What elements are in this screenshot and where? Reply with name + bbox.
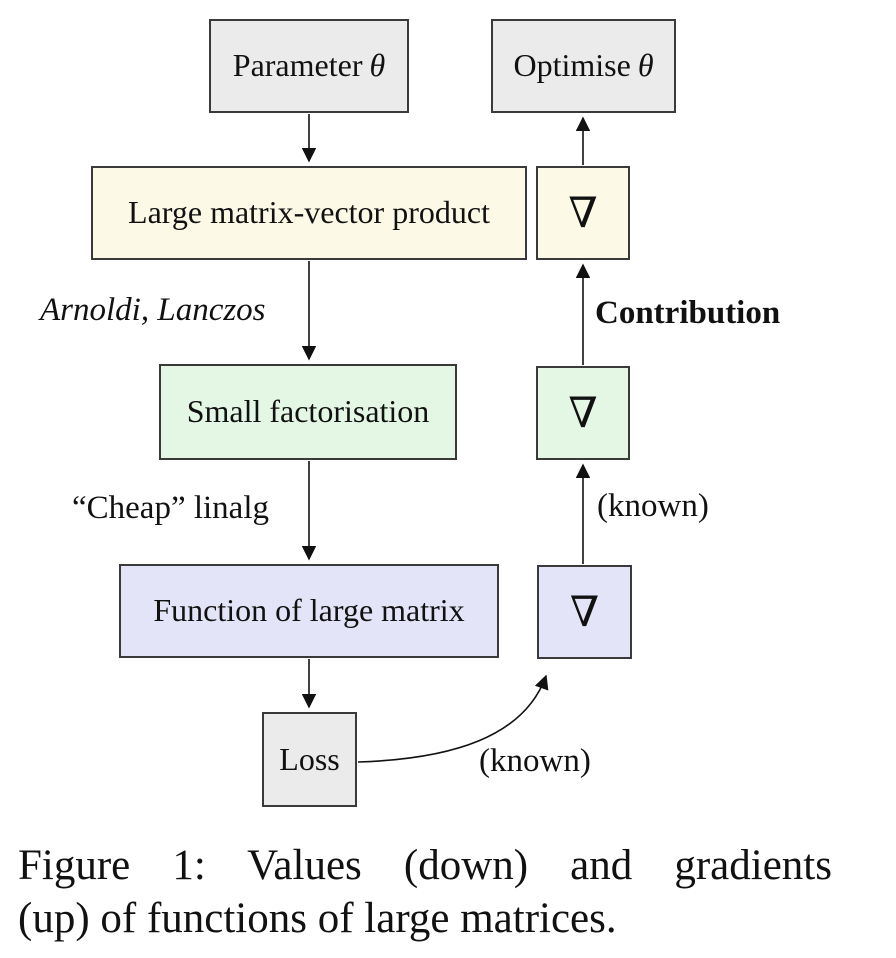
edge-label-known-lower: (known) [479, 743, 591, 779]
edge-label-known-upper: (known) [597, 488, 709, 524]
nabla-icon: ∇ [568, 188, 598, 237]
nabla-icon: ∇ [568, 388, 598, 437]
node-loss: Loss [262, 712, 357, 807]
node-parameter-label: Parameter [232, 47, 363, 84]
node-large-label: Large matrix-vector product [128, 194, 490, 231]
figure-caption-line1: Figure 1: Values (down) and gradients [18, 842, 832, 889]
edge-label-cheap-linalg: “Cheap” linalg [72, 490, 270, 526]
edge-label-contribution: Contribution [595, 295, 781, 331]
nabla-icon: ∇ [569, 587, 600, 636]
node-loss-label: Loss [279, 740, 340, 777]
theta-symbol: θ [369, 47, 386, 84]
edge-label-arnoldi-lanczos: Arnoldi, Lanczos [40, 292, 266, 328]
node-gradient-top: ∇ [536, 166, 630, 260]
figure-caption-line2: (up) of functions of large matrices. [18, 895, 617, 942]
node-small-label: Small factorisation [186, 393, 430, 430]
node-function-label: Function of large matrix [153, 592, 465, 629]
theta-symbol: θ [637, 47, 654, 84]
node-small-factorisation: Small factorisation [159, 364, 457, 460]
node-gradient-bottom: ∇ [537, 565, 632, 659]
node-optimise-label: Optimise [513, 47, 631, 84]
node-gradient-middle: ∇ [536, 366, 630, 460]
node-large-matrix-vector-product: Large matrix-vector product [91, 166, 527, 260]
node-function-of-large-matrix: Function of large matrix [119, 564, 499, 658]
figure-caption: Figure 1: Values (down) and gradients (u… [18, 839, 832, 945]
